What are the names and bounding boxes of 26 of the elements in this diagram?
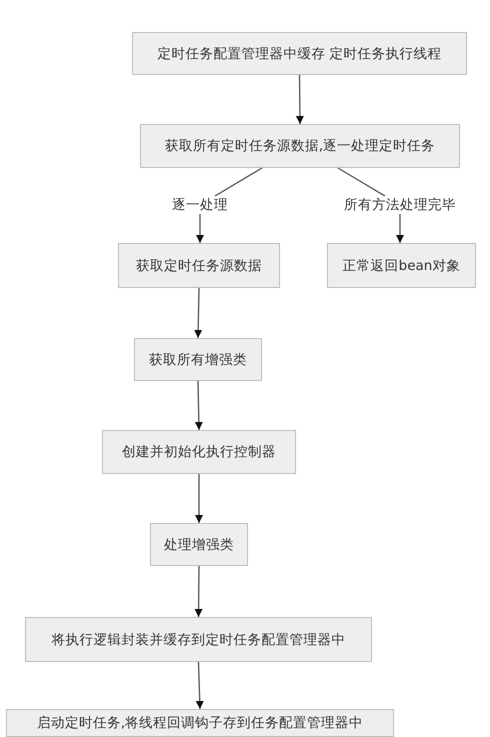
process-box: [327, 243, 476, 288]
step-text: 定时任务配置管理器中缓存 定时任务执行线程: [157, 44, 442, 62]
step-text: 处理增强类: [164, 536, 234, 554]
process-box: [140, 124, 460, 168]
edge-label: 所有方法处理完毕: [342, 196, 458, 214]
arrow: [296, 75, 304, 124]
step-text: 将执行逻辑封装并缓存到定时任务配置管理器中: [52, 630, 346, 648]
process-box: [6, 709, 394, 737]
arrow: [195, 474, 203, 523]
step-text: 启动定时任务,将线程回调钩子存到任务配置管理器中: [36, 714, 364, 732]
process-box: [132, 32, 467, 75]
arrow: [194, 380, 203, 430]
step-text: 获取所有增强类: [149, 350, 247, 368]
arrow: [196, 662, 204, 710]
process-box: [102, 430, 296, 474]
edge-label: 逐一处理: [170, 196, 230, 214]
step-text: 获取定时任务源数据: [136, 256, 262, 274]
step-text: 创建并初始化执行控制器: [122, 443, 276, 461]
process-box: [118, 243, 280, 288]
process-box: [150, 523, 248, 566]
process-box: [25, 617, 372, 662]
step-text: 获取所有定时任务源数据,逐一处理定时任务: [164, 137, 436, 155]
arrow: [194, 288, 202, 338]
process-box: [134, 338, 262, 381]
arrow: [194, 566, 203, 617]
step-text: 正常返回bean对象: [342, 256, 460, 274]
